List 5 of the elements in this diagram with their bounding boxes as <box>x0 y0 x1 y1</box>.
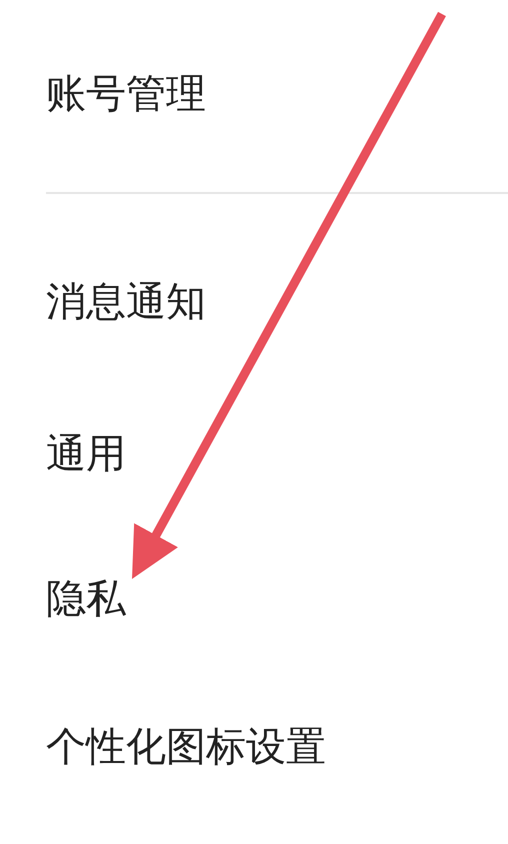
menu-item-label: 通用 <box>46 430 126 478</box>
menu-item-label: 个性化图标设置 <box>46 723 326 771</box>
menu-item-label: 消息通知 <box>46 278 206 326</box>
menu-item-label: 账号管理 <box>46 70 206 118</box>
menu-item-label: 隐私 <box>46 575 126 623</box>
